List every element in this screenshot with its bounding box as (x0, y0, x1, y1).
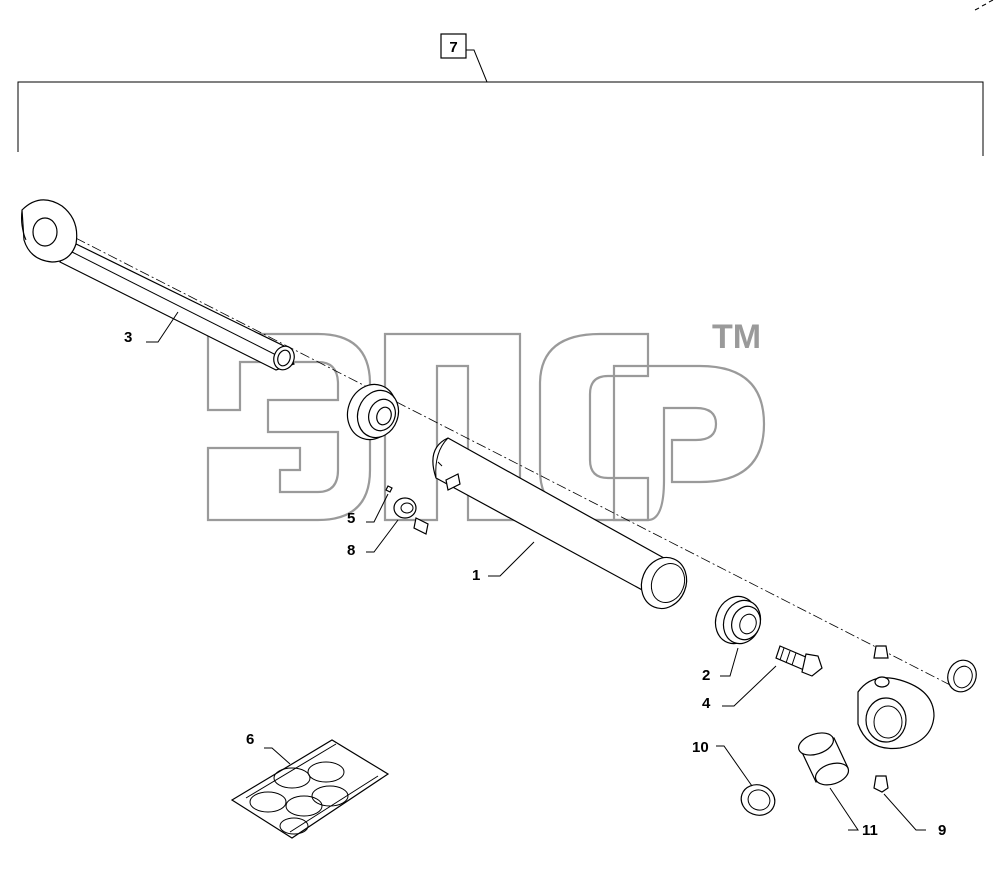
callout-9: 8 (347, 542, 355, 559)
watermark-letter-r (612, 364, 766, 522)
grease-nipple (873, 645, 889, 793)
assembly-label-box (440, 33, 467, 59)
callout-11: 11 (862, 822, 878, 839)
cylinder-barrel (432, 437, 688, 610)
watermark-letter-e (206, 332, 372, 522)
grease-fitting-small (385, 485, 393, 493)
assembly-bracket: 7 (17, 33, 984, 156)
callout-2: 2 (702, 667, 710, 684)
seal-ring (740, 784, 776, 816)
seal-kit (230, 739, 390, 839)
rod-end-eye (857, 676, 935, 750)
piston-rod (21, 199, 295, 371)
callout-3: 3 (124, 329, 132, 346)
callout-8: 6 (246, 731, 254, 748)
bolt (775, 645, 823, 677)
watermark: TM (206, 318, 766, 522)
cylinder-head (714, 595, 762, 645)
leader-lines (146, 311, 926, 831)
callout-labels: 3 5 8 1 2 4 6 10 11 9 (124, 329, 946, 839)
callout-4: 4 (702, 695, 711, 712)
assembly-label: 7 (449, 39, 457, 56)
bushing (798, 732, 850, 786)
callout-1: 1 (472, 567, 480, 584)
callout-5: 5 (347, 510, 355, 527)
watermark-tm: TM (712, 318, 761, 356)
watermark-letter-c (538, 332, 650, 522)
washer (947, 659, 977, 693)
watermark-letter-p (383, 332, 522, 522)
callout-10: 10 (692, 739, 709, 756)
port-adapter (393, 497, 429, 535)
piston (346, 383, 400, 441)
callout-6: 9 (938, 822, 946, 839)
corner-mark (974, 0, 994, 11)
center-axis (59, 229, 961, 691)
